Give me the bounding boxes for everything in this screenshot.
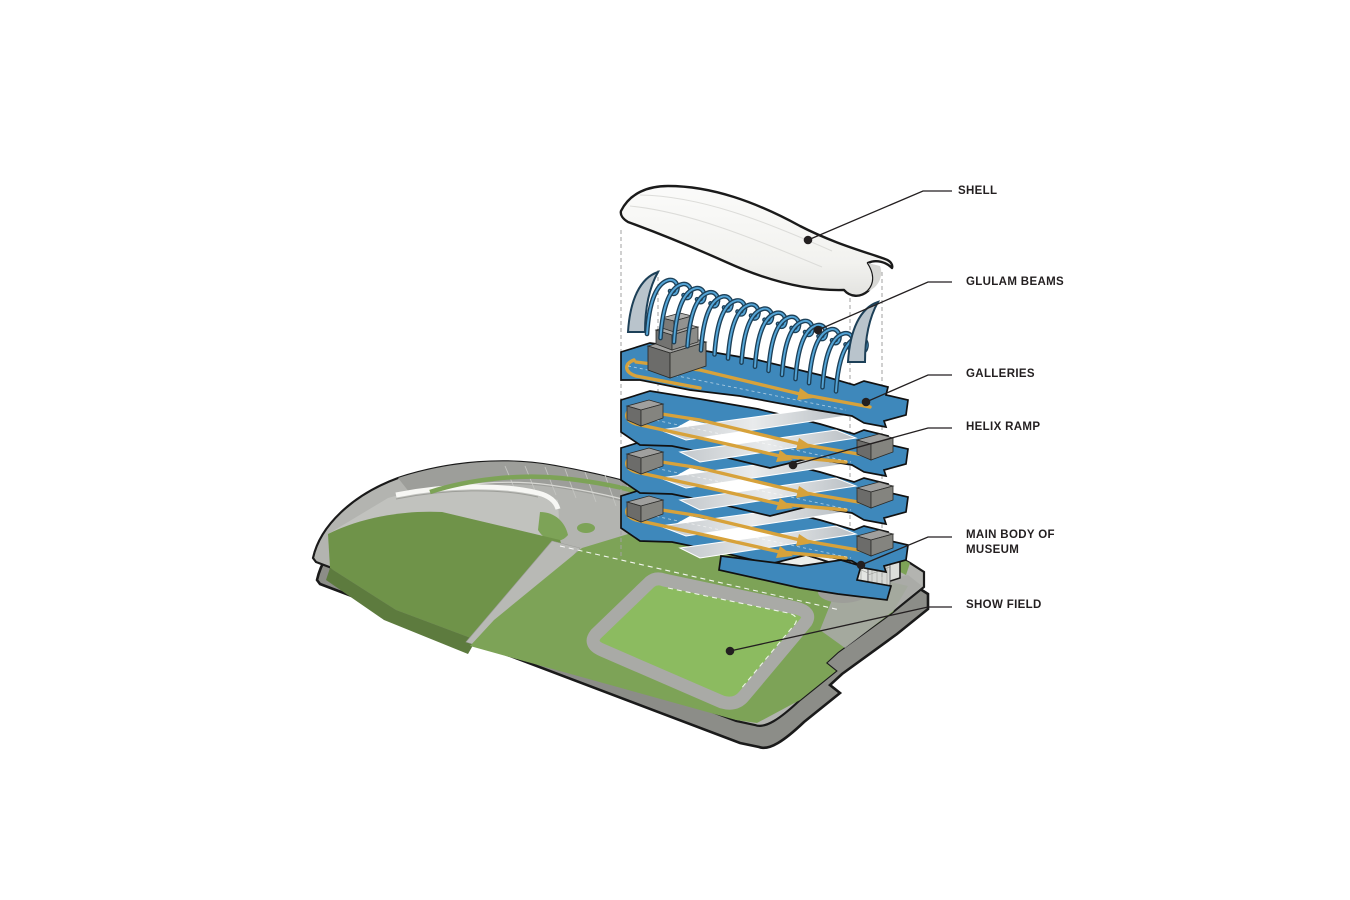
- label-galleries: GALLERIES: [966, 368, 1035, 380]
- label-show-field: SHOW FIELD: [966, 599, 1042, 611]
- label-helix-ramp: HELIX RAMP: [966, 421, 1041, 433]
- shell-shape: [619, 184, 894, 297]
- label-glulam-beams: GLULAM BEAMS: [966, 276, 1065, 288]
- gallery-stack: [621, 312, 908, 601]
- label-shell: SHELL: [958, 185, 998, 197]
- leader-lines: [729, 190, 952, 652]
- label-main-body-of-museum: MAIN BODY OF MUSEUM: [966, 529, 1055, 556]
- leader-dots: [725, 235, 871, 656]
- gallery-plate-4-tail: [718, 555, 893, 601]
- show-field-shape: [586, 572, 815, 710]
